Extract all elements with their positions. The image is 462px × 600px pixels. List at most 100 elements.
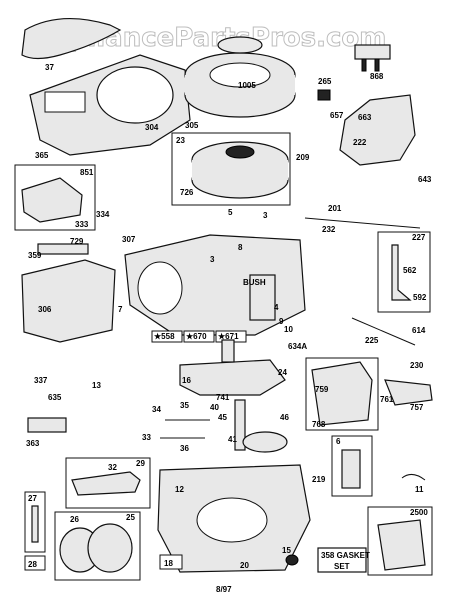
callout-37: 37: [45, 63, 54, 72]
callout-851: 851: [80, 168, 94, 177]
callout-5: 5: [228, 208, 233, 217]
screw-part: [317, 89, 331, 101]
callout-614: 614: [412, 326, 426, 335]
control-rod-part: [351, 317, 416, 346]
callout-222: 222: [353, 138, 367, 147]
callout-265: 265: [318, 77, 332, 86]
gasket-set-label-line1: 358 GASKET: [321, 551, 370, 560]
callout-768: 768: [312, 420, 326, 429]
blower-housing-part: [29, 54, 191, 156]
piston-part: [59, 523, 133, 573]
sump-box: [159, 554, 183, 570]
gasket-part: [341, 449, 361, 489]
callout-333: 333: [75, 220, 89, 229]
ignition-box: [14, 164, 96, 231]
callout-28: 28: [28, 560, 37, 569]
callout-671: ★671: [218, 332, 239, 341]
callout-359: 359: [28, 251, 42, 260]
callout-26: 26: [70, 515, 79, 524]
callout-761: 761: [380, 395, 394, 404]
callout-868: 868: [370, 72, 384, 81]
brake-bracket-part: [311, 361, 373, 426]
flywheel-fan-part: [184, 36, 296, 118]
callout-365: 365: [35, 151, 49, 160]
callout-219: 219: [312, 475, 326, 484]
callout-18: 18: [164, 559, 173, 568]
governor-lever-part: [391, 244, 412, 301]
callout-558: ★558: [154, 332, 175, 341]
spark-plug-lead-part: [37, 243, 89, 255]
callout-726: 726: [180, 188, 194, 197]
callout-307: 307: [122, 235, 136, 244]
callout-35: 35: [180, 401, 189, 410]
piston-pin-box: [24, 491, 46, 553]
callout-741: 741: [216, 393, 230, 402]
camshaft-part: [234, 399, 288, 453]
callout-334: 334: [96, 210, 110, 219]
ignition-armature-part: [21, 177, 83, 223]
ring-box: [24, 555, 46, 571]
callout-663: 663: [358, 113, 372, 122]
governor-link-part: [304, 217, 421, 229]
callout-23: 23: [176, 136, 185, 145]
piston-pin-part: [31, 505, 39, 543]
callout-2500: 2500: [410, 508, 428, 517]
callout-13: 13: [92, 381, 101, 390]
callout-7: 7: [118, 305, 123, 314]
callout-45: 45: [218, 413, 227, 422]
air-filter-part: [27, 417, 67, 433]
crankshaft-part: [179, 339, 286, 396]
callout-304: 304: [145, 123, 159, 132]
callout-337: 337: [34, 376, 48, 385]
callout-1005: 1005: [238, 81, 256, 90]
muffler-part: [21, 259, 116, 343]
callout-757: 757: [410, 403, 424, 412]
flywheel-part: [191, 141, 289, 199]
callout-634a: 634A: [288, 342, 307, 351]
callout-230: 230: [410, 361, 424, 370]
callout-3: 3: [263, 211, 268, 220]
clip-part: [401, 474, 426, 481]
connecting-rod-part: [71, 471, 141, 496]
gasket-set-label-line2: SET: [334, 562, 350, 571]
callout-46: 46: [280, 413, 289, 422]
callout-41: 41: [228, 435, 237, 444]
callout-32: 32: [108, 463, 117, 472]
cylinder-block-part: [124, 234, 306, 336]
governor-lever-box: [377, 231, 431, 313]
callout-36: 36: [180, 444, 189, 453]
kit-670-box: [183, 330, 215, 343]
callout-40: 40: [210, 403, 219, 412]
callout-29: 29: [136, 459, 145, 468]
callout-3b: 3: [210, 255, 215, 264]
flywheel-box: [171, 132, 291, 206]
sump-part: [157, 464, 311, 573]
gasket-box: [331, 435, 373, 497]
callout-33: 33: [142, 433, 151, 442]
callout-209: 209: [296, 153, 310, 162]
callout-bush: BUSH: [243, 278, 266, 287]
callout-34: 34: [152, 405, 161, 414]
callout-4: 4: [274, 303, 279, 312]
callout-9: 9: [279, 317, 284, 326]
callout-363: 363: [26, 439, 40, 448]
gasket-set-box: [317, 547, 367, 573]
callout-670: ★670: [186, 332, 207, 341]
callout-6: 6: [336, 437, 341, 446]
callout-27: 27: [28, 494, 37, 503]
carburetor-part: [377, 519, 426, 571]
control-bracket-part: [339, 94, 416, 166]
brake-lever-part: [384, 379, 433, 406]
callout-201: 201: [328, 204, 342, 213]
callout-232: 232: [322, 225, 336, 234]
callout-759: 759: [315, 385, 329, 394]
air-guide-part: [21, 18, 122, 60]
callout-562: 562: [403, 266, 417, 275]
callout-15: 15: [282, 546, 291, 555]
callout-12: 12: [175, 485, 184, 494]
callout-225: 225: [365, 336, 379, 345]
carburetor-box: [367, 506, 433, 576]
callout-20: 20: [240, 561, 249, 570]
callout-306: 306: [38, 305, 52, 314]
terminal-part: [354, 44, 391, 72]
